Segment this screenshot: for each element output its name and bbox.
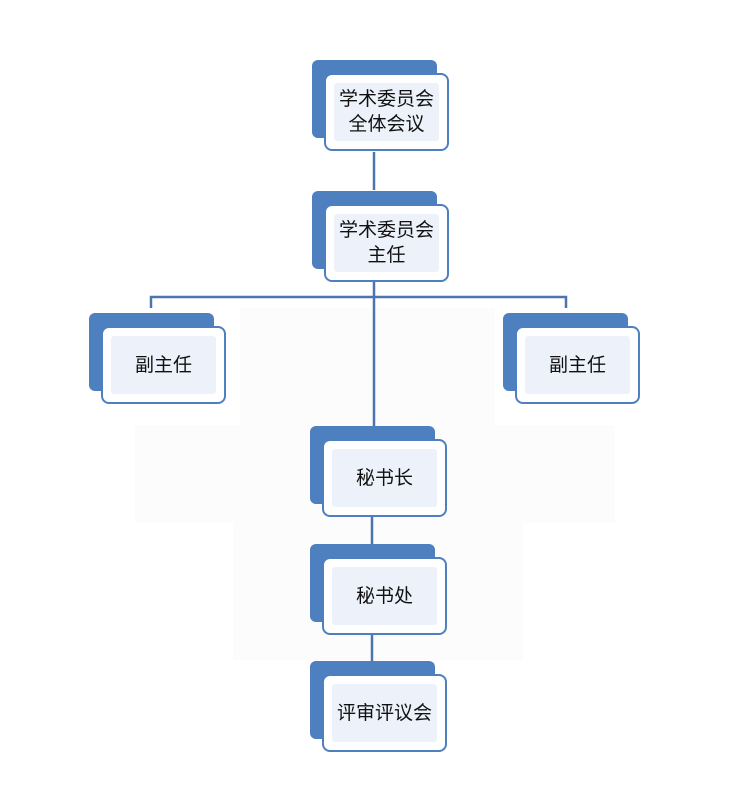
node-label: 学术委员会 主任: [338, 219, 434, 266]
node-label: 副主任: [548, 353, 606, 376]
node-box: 副主任: [101, 326, 226, 404]
background-panel: [240, 308, 495, 428]
node-label: 评审评议会: [336, 701, 432, 724]
node-box: 评审评议会: [322, 674, 447, 752]
node-box: 秘书长: [322, 439, 447, 517]
node-label: 秘书处: [355, 584, 413, 607]
node-box: 学术委员会 主任: [324, 204, 449, 282]
node-box: 学术委员会 全体会议: [324, 73, 449, 151]
node-label: 副主任: [134, 353, 192, 376]
node-label: 秘书长: [355, 466, 413, 489]
node-box: 副主任: [515, 326, 640, 404]
edge-director-deputies: [149, 295, 568, 308]
node-label: 学术委员会 全体会议: [338, 88, 434, 135]
node-box: 秘书处: [322, 557, 447, 635]
